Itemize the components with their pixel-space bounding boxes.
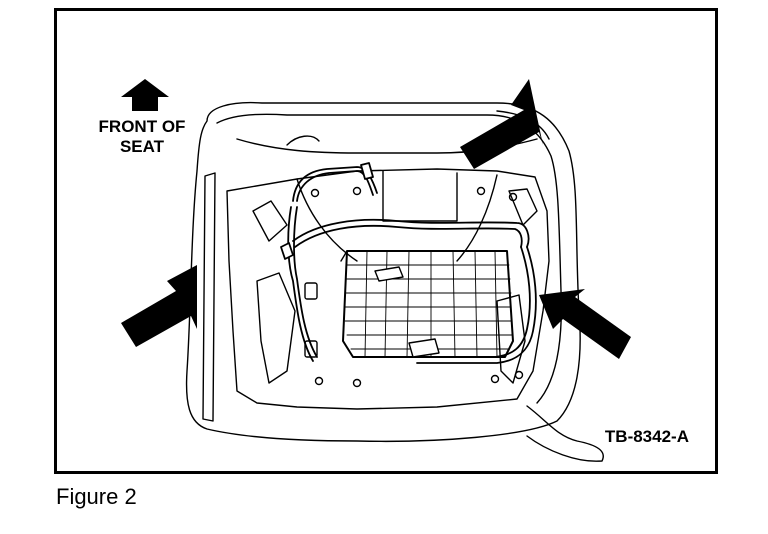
diagram-frame: FRONT OF SEAT TB-8342-A — [54, 8, 718, 474]
up-arrow-icon — [121, 79, 169, 111]
seat-inner-rim — [216, 113, 563, 404]
figure-caption: Figure 2 — [56, 484, 137, 509]
seat-frame — [226, 168, 550, 410]
pointer-arrow-icon — [539, 289, 631, 359]
seat-drawing — [121, 79, 631, 462]
spring-grid — [340, 250, 514, 358]
rear-flap — [526, 405, 604, 462]
front-of-seat-label: FRONT OF SEAT — [98, 117, 186, 156]
pointer-arrow-icon — [460, 79, 543, 169]
left-side-wall — [202, 172, 216, 422]
figure-id-label: TB-8342-A — [604, 427, 689, 446]
wire-harness — [280, 162, 537, 364]
pointer-arrow-icon — [121, 265, 197, 347]
